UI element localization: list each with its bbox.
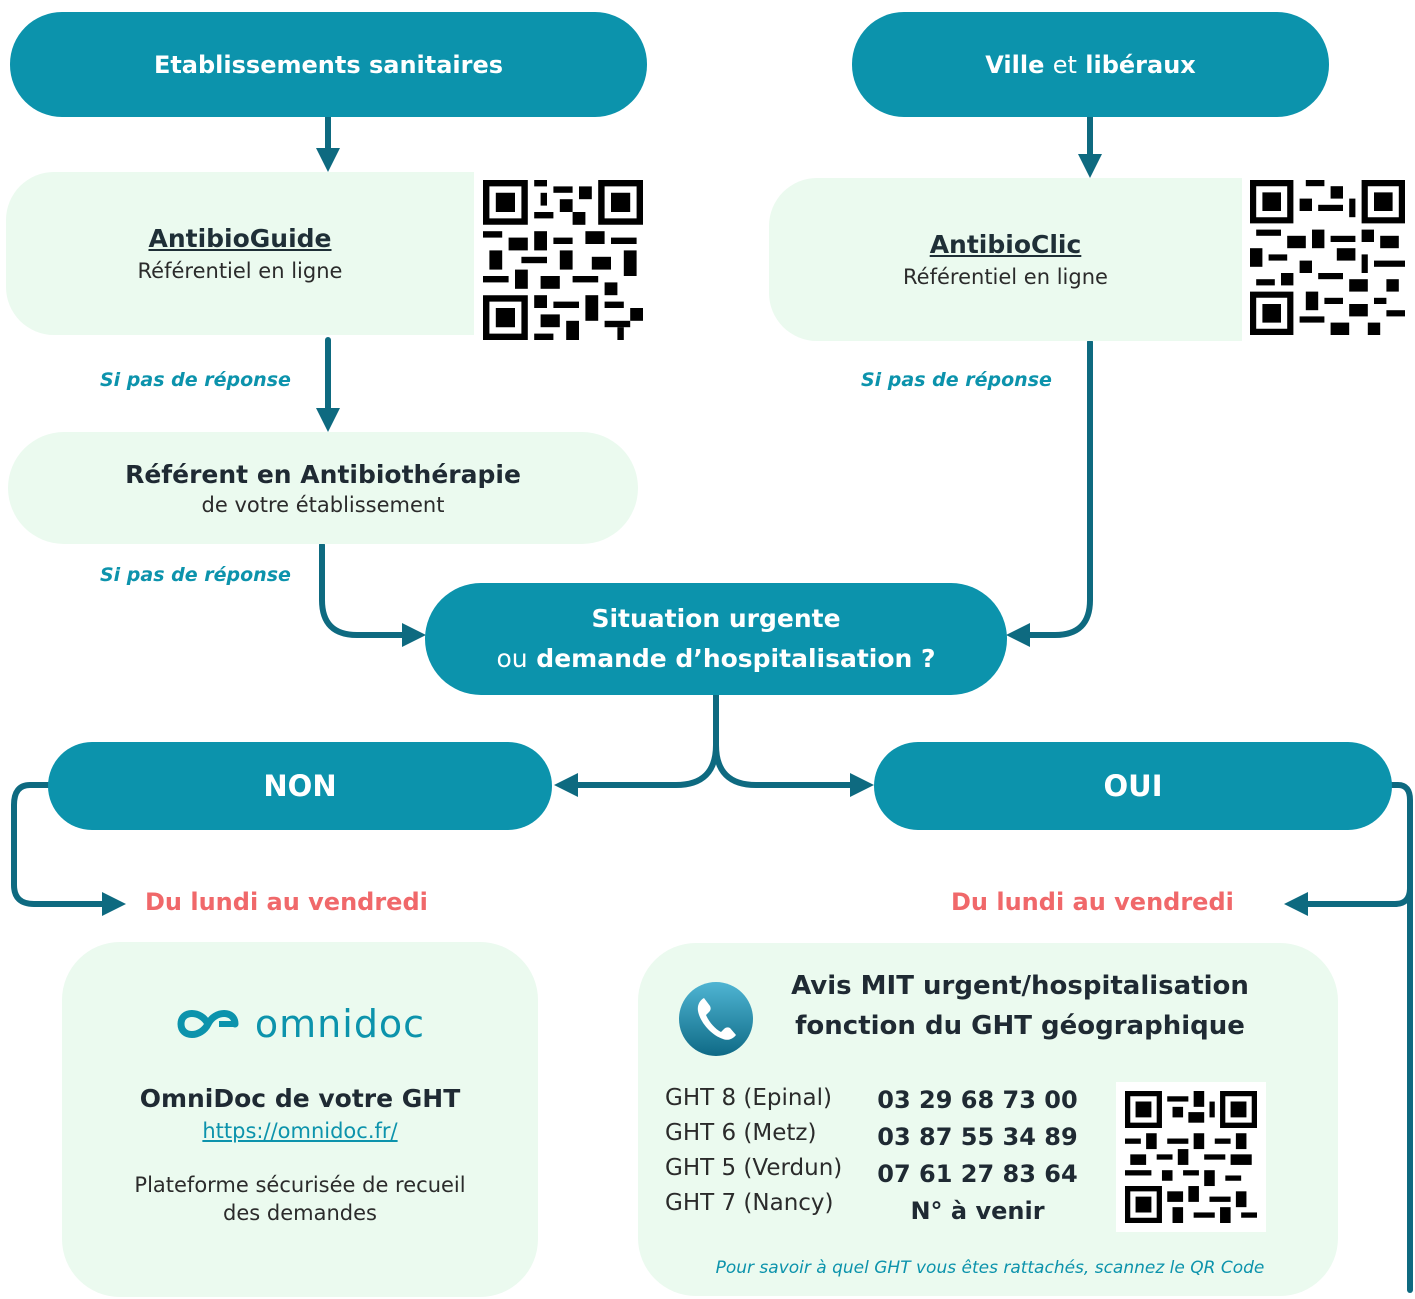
urgent-situation-label: Situation urgente <box>591 604 841 633</box>
city-label: Ville <box>985 50 1045 79</box>
antibioguide-qr-code-icon[interactable] <box>483 180 643 340</box>
ght-7-name: GHT 7 (Nancy) <box>665 1190 834 1216</box>
no-answer-note-1: Si pas de réponse <box>100 369 291 391</box>
omnidoc-description-line1: Plateforme sécurisée de recueil <box>134 1173 466 1197</box>
yes-label: OUI <box>1103 769 1163 803</box>
omnidoc-logo-icon <box>177 1010 239 1038</box>
and-label: et <box>1052 50 1077 79</box>
no-option: NON <box>48 742 552 830</box>
omnidoc-url-link[interactable]: https://omnidoc.fr/ <box>202 1119 398 1143</box>
omnidoc-box: omnidoc OmniDoc de votre GHT https://omn… <box>62 942 538 1297</box>
no-label: NON <box>263 769 337 803</box>
urgent-decision-box: Situation urgente ou demande d’hospitali… <box>425 583 1007 695</box>
or-label: ou <box>496 644 528 673</box>
yes-option: OUI <box>874 742 1392 830</box>
omnidoc-logo: omnidoc <box>175 1002 425 1046</box>
hospital-establishments-label: Etablissements sanitaires <box>153 50 504 79</box>
referent-subtitle: de votre établissement <box>201 492 445 517</box>
omnidoc-logo-text: omnidoc <box>254 1002 426 1046</box>
ght-8-phone[interactable]: 03 29 68 73 00 <box>877 1086 1078 1114</box>
hospitalisation-label: demande d’hospitalisation ? <box>536 644 936 673</box>
referent-box: Référent en Antibiothérapie de votre éta… <box>8 432 638 544</box>
ght-qr-hint: Pour savoir à quel GHT vous êtes rattach… <box>715 1258 1265 1278</box>
city-liberal-line: Ville et libéraux <box>985 51 1196 79</box>
mit-title-line1: Avis MIT urgent/hospitalisation <box>791 971 1249 1001</box>
hospital-establishments-header: Etablissements sanitaires <box>10 12 647 117</box>
phone-icon <box>679 982 753 1056</box>
ght-8-name: GHT 8 (Epinal) <box>665 1085 832 1111</box>
hospitalisation-line: ou demande d’hospitalisation ? <box>496 639 935 679</box>
antibioguide-subtitle: Référentiel en ligne <box>137 259 343 283</box>
ght-5-name: GHT 5 (Verdun) <box>665 1155 843 1181</box>
no-answer-note-3: Si pas de réponse <box>100 564 291 586</box>
city-liberal-header: Ville et libéraux <box>852 12 1329 117</box>
no-answer-note-2: Si pas de réponse <box>861 369 1052 391</box>
antibioclic-link[interactable]: AntibioClic <box>929 230 1082 259</box>
ght-5-phone[interactable]: 07 61 27 83 64 <box>877 1160 1078 1188</box>
ght-names: GHT 8 (Epinal) GHT 6 (Metz) GHT 5 (Verdu… <box>665 1081 842 1221</box>
referent-title: Référent en Antibiothérapie <box>125 459 521 489</box>
mit-title-line2: fonction du GHT géographique <box>795 1011 1245 1041</box>
mit-title: Avis MIT urgent/hospitalisation fonction… <box>760 966 1280 1046</box>
ght-6-phone[interactable]: 03 87 55 34 89 <box>877 1123 1078 1151</box>
liberal-label: libéraux <box>1085 50 1196 79</box>
omnidoc-description-line2: des demandes <box>223 1201 377 1225</box>
antibioclic-subtitle: Référentiel en ligne <box>903 265 1108 289</box>
antibioclic-box: AntibioClic Référentiel en ligne <box>769 178 1242 341</box>
weekday-label-left: Du lundi au vendredi <box>145 888 428 916</box>
ght-qr-code-icon[interactable] <box>1116 1082 1266 1232</box>
antibioclic-qr-code-icon[interactable] <box>1250 180 1405 335</box>
omnidoc-title: OmniDoc de votre GHT <box>139 1084 461 1113</box>
ght-phones: 03 29 68 73 00 03 87 55 34 89 07 61 27 8… <box>870 1082 1085 1230</box>
antibioguide-link[interactable]: AntibioGuide <box>148 224 332 253</box>
weekday-label-right: Du lundi au vendredi <box>951 888 1234 916</box>
ght-7-phone: N° à venir <box>910 1197 1045 1225</box>
ght-6-name: GHT 6 (Metz) <box>665 1120 817 1146</box>
antibioguide-box: AntibioGuide Référentiel en ligne <box>6 172 474 335</box>
